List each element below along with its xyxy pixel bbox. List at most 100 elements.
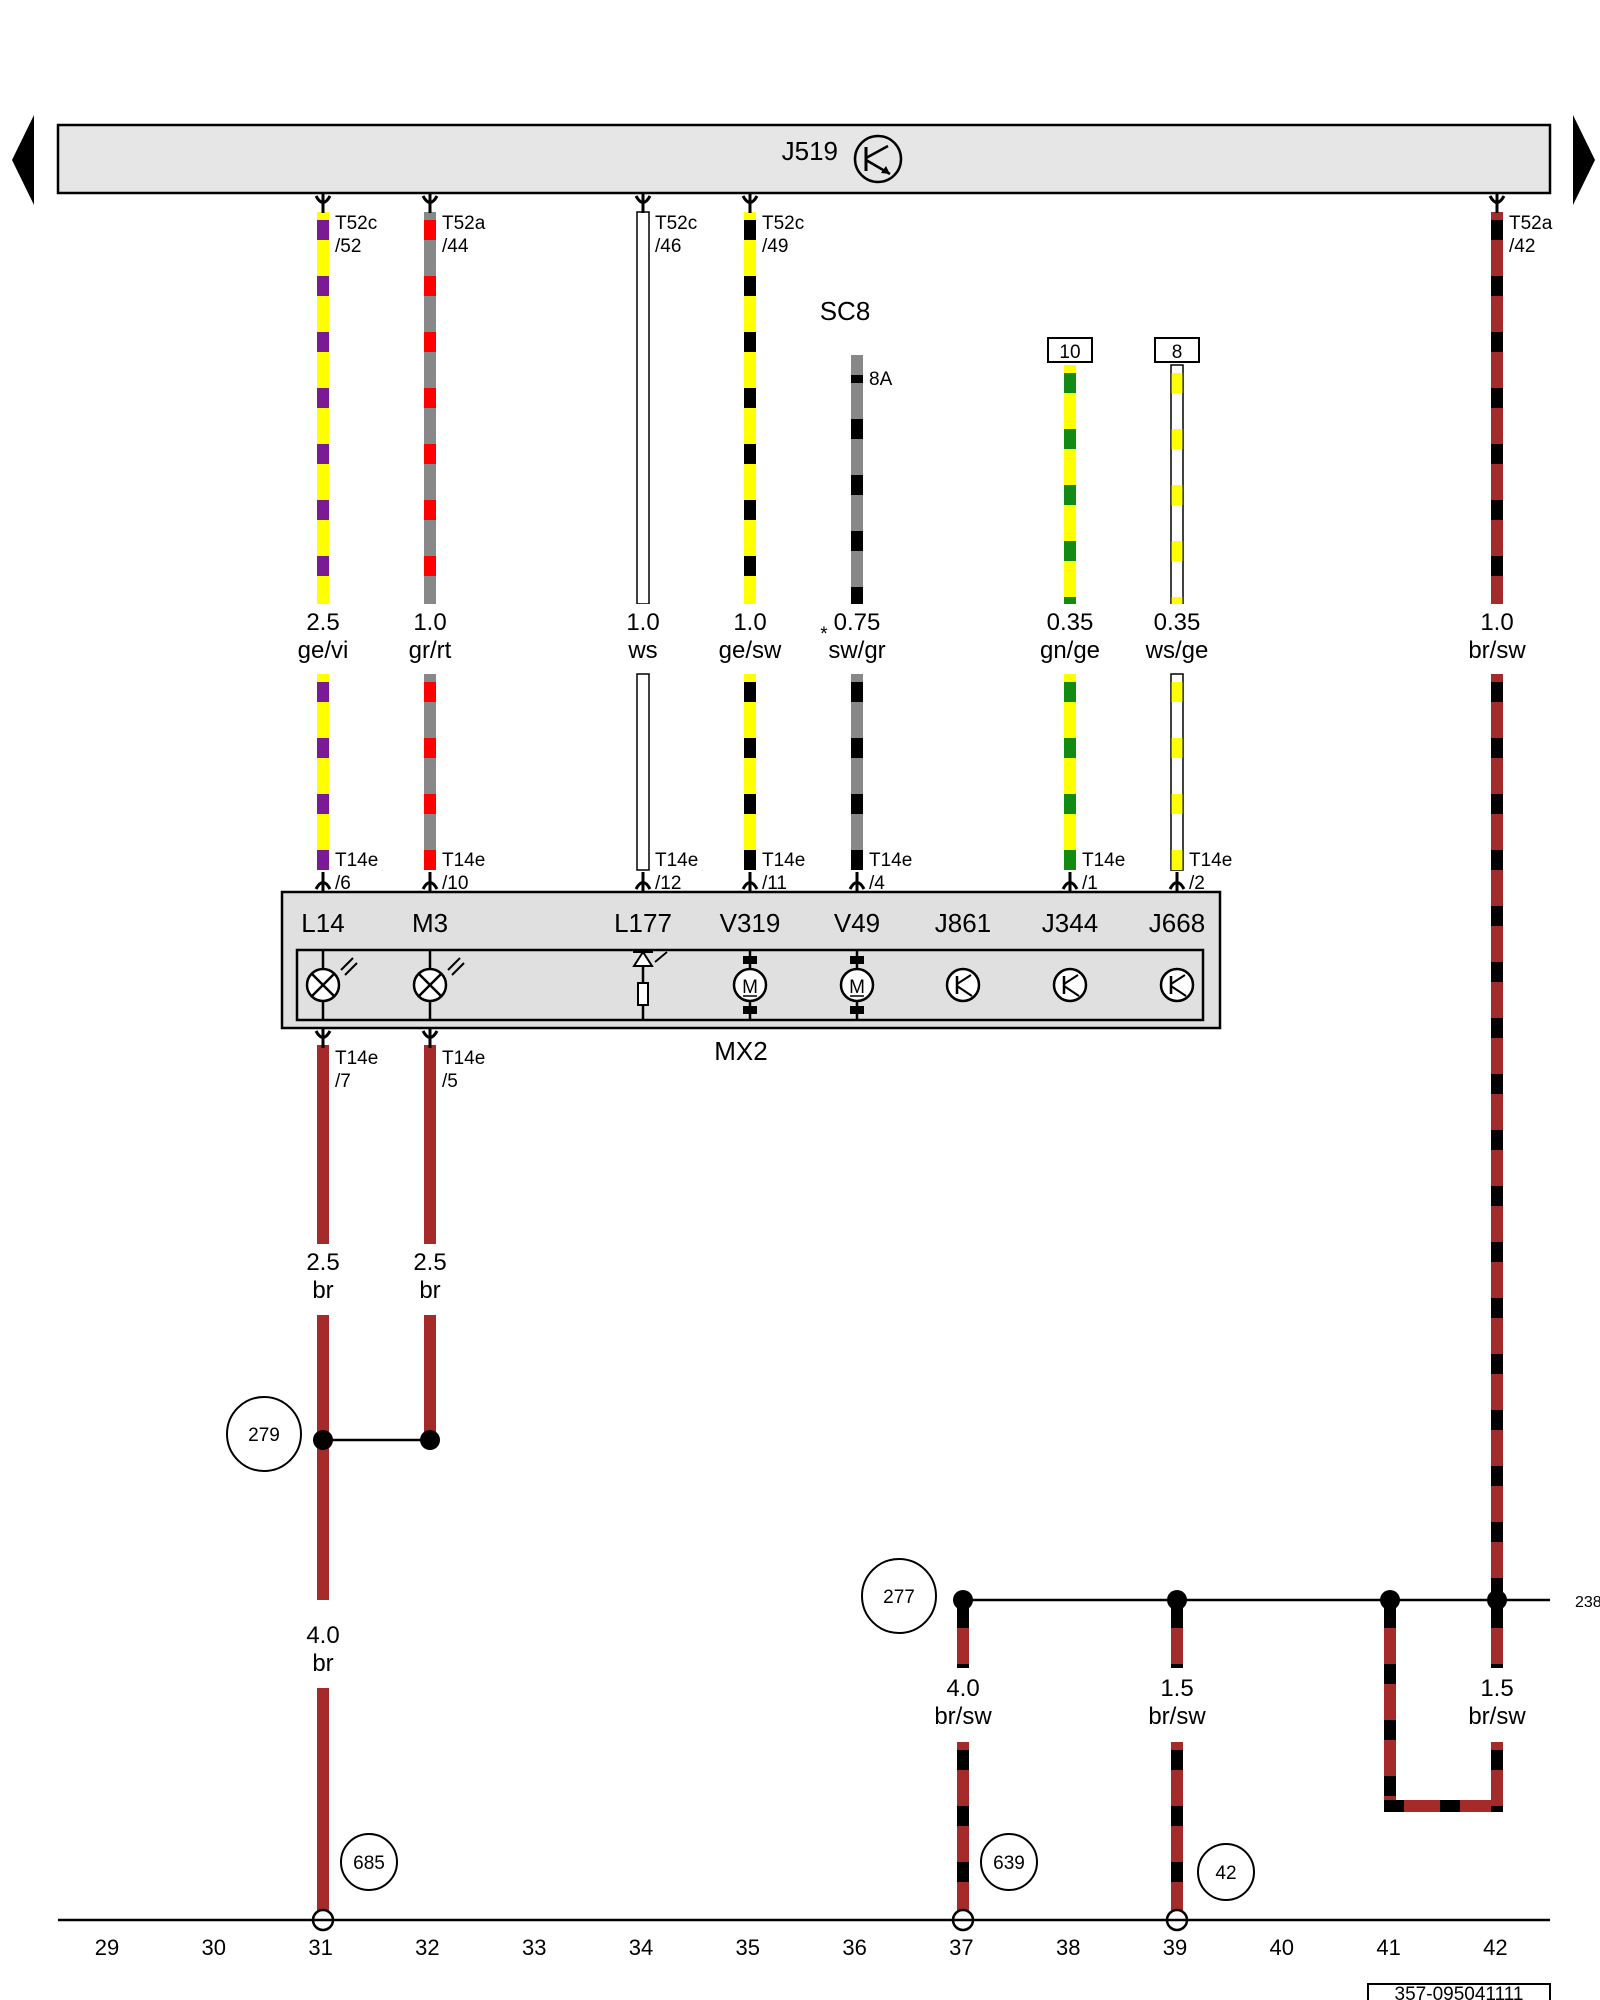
- wire-size: 4.0: [306, 1622, 339, 1649]
- track-number: 34: [629, 1935, 653, 1960]
- label-gap: [385, 1244, 475, 1306]
- track-number: 36: [842, 1935, 866, 1960]
- wire-color: br: [312, 1277, 333, 1304]
- control-unit-icon: [945, 967, 981, 1003]
- reference-number: 685: [353, 1853, 385, 1874]
- component-label: J668: [1149, 908, 1205, 938]
- wire-color: gn/ge: [1040, 637, 1100, 664]
- wire-size: 1.5: [1160, 1675, 1193, 1702]
- ground-ref-42: 42: [1197, 1843, 1255, 1901]
- track-number: 35: [736, 1935, 760, 1960]
- connector-label: T14e: [1082, 850, 1125, 871]
- label-gap: [1132, 604, 1222, 666]
- track-number: 33: [522, 1935, 546, 1960]
- wire-ws: [636, 211, 650, 605]
- component-lamp: [412, 950, 465, 1020]
- wire-size: 4.0: [946, 1675, 979, 1702]
- connector-module-in: T14e/12: [634, 850, 698, 894]
- connector-pin-label: /46: [655, 236, 681, 257]
- track-number: 32: [415, 1935, 439, 1960]
- connector-label: T14e: [335, 850, 378, 871]
- connector-module-out: T14e/7: [314, 1028, 378, 1092]
- motor-icon: [732, 967, 768, 1003]
- wire-color: br/sw: [1468, 637, 1526, 664]
- wire-ws: [636, 673, 650, 871]
- connector-label: T14e: [442, 1048, 485, 1069]
- note-marker: *: [820, 624, 828, 645]
- wire-size: 0.35: [1154, 609, 1201, 636]
- wire-base: [1170, 673, 1184, 871]
- control-unit-icon: [1052, 967, 1088, 1003]
- label-gap: [918, 1670, 1008, 1732]
- motor-brush: [850, 956, 864, 964]
- connector-pin-label: /10: [442, 873, 468, 894]
- connector-top: T52c/46: [634, 193, 697, 257]
- label-gap: [278, 1244, 368, 1306]
- label-gap: [598, 604, 688, 666]
- previous-page-arrow[interactable]: [12, 115, 34, 205]
- label-gap: [1452, 604, 1542, 666]
- reference-circle: [340, 1833, 398, 1891]
- light-ray-icon: [654, 951, 668, 963]
- component-control-unit: [1052, 967, 1088, 1003]
- track-number: 41: [1376, 1935, 1400, 1960]
- wire-size: 2.5: [306, 1249, 339, 1276]
- connector-module-in: T14e/2: [1168, 850, 1232, 894]
- j519-label: J519: [782, 136, 838, 166]
- track-number: 38: [1056, 1935, 1080, 1960]
- junction-dot: [313, 1430, 333, 1450]
- label-gap: [812, 604, 902, 666]
- connector-module-in: T14e/6: [314, 850, 378, 894]
- fuse-name: SC8: [820, 296, 871, 326]
- connector-label: T52c: [335, 213, 377, 234]
- j519-bar: [56, 123, 1552, 195]
- lamp-cross: [418, 973, 442, 997]
- transistor-lead: [1063, 985, 1080, 997]
- module-name: MX2: [714, 1036, 767, 1066]
- connector-pin-label: /11: [762, 873, 787, 894]
- wire-color: sw/gr: [828, 637, 885, 664]
- reference-number: 639: [993, 1853, 1025, 1874]
- track-number: 42: [1483, 1935, 1507, 1960]
- connector-pin-label: /44: [442, 236, 469, 257]
- connector-label: T52a: [442, 213, 486, 234]
- wire-size: 2.5: [413, 1249, 446, 1276]
- motor-brush: [743, 956, 757, 964]
- component-motor: M: [839, 950, 875, 1020]
- connector-label: T52c: [655, 213, 697, 234]
- led-icon: [632, 950, 654, 967]
- component-lamp: [305, 950, 358, 1020]
- junction-ref-277: 277: [861, 1558, 937, 1634]
- connector-label: T52a: [1509, 213, 1553, 234]
- continuation-ref: 238: [1575, 1594, 1600, 1611]
- reference-circle: [1197, 1843, 1255, 1901]
- junction-dot: [420, 1430, 440, 1450]
- connector-pin-label: /52: [335, 236, 361, 257]
- connector-pin-label: /4: [869, 873, 885, 894]
- connector-module-in: T14e/10: [421, 850, 485, 894]
- connector-label: T14e: [869, 850, 912, 871]
- wire-base: [636, 211, 650, 605]
- next-page-arrow[interactable]: [1573, 115, 1595, 205]
- transistor-lead: [1170, 985, 1187, 997]
- wire-layer: [317, 211, 1550, 1913]
- connector-pin-label: /49: [762, 236, 788, 257]
- wire-size: 1.0: [1480, 609, 1513, 636]
- connector-top: T52a/42: [1488, 193, 1553, 257]
- track-number: 30: [202, 1935, 226, 1960]
- connector-top: T52a/44: [421, 193, 486, 257]
- wire-color: ws: [627, 637, 657, 664]
- ground-ref-639: 639: [980, 1833, 1038, 1891]
- junction-dot: [1487, 1590, 1507, 1610]
- label-gap: [1452, 1670, 1542, 1732]
- wire-color: br/sw: [934, 1703, 992, 1730]
- connector-pin-label: /1: [1082, 873, 1098, 894]
- connector-pin-label: /6: [335, 873, 351, 894]
- motor-brush: [850, 1006, 864, 1014]
- component-label: J861: [935, 908, 991, 938]
- motor-symbol: M: [849, 977, 865, 998]
- terminal-box: [1154, 337, 1200, 363]
- transistor-lead: [956, 974, 972, 985]
- connector-pin-label: /2: [1189, 873, 1205, 894]
